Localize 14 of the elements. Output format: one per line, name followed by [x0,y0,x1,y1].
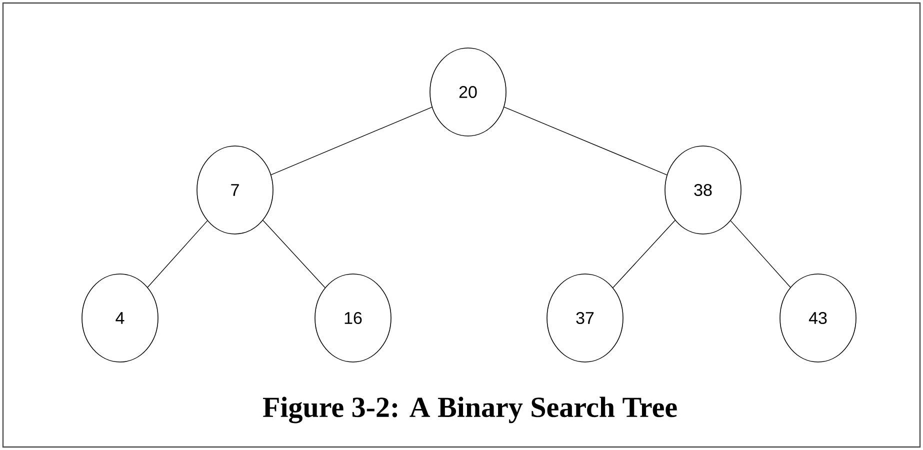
line [504,106,668,176]
tree-node: 7 [196,146,274,234]
tree-node: 37 [546,274,624,362]
tree-node: 16 [314,274,392,362]
line [612,220,676,288]
tree-node: 20 [430,48,506,136]
line [262,220,326,288]
line [730,220,791,288]
line [270,106,432,176]
line [147,220,208,288]
tree-node: 43 [780,274,856,362]
tree-node: 38 [664,146,742,234]
caption: Figure 3-2: A Binary Search Tree [262,396,677,424]
tree-node: 4 [82,274,158,362]
